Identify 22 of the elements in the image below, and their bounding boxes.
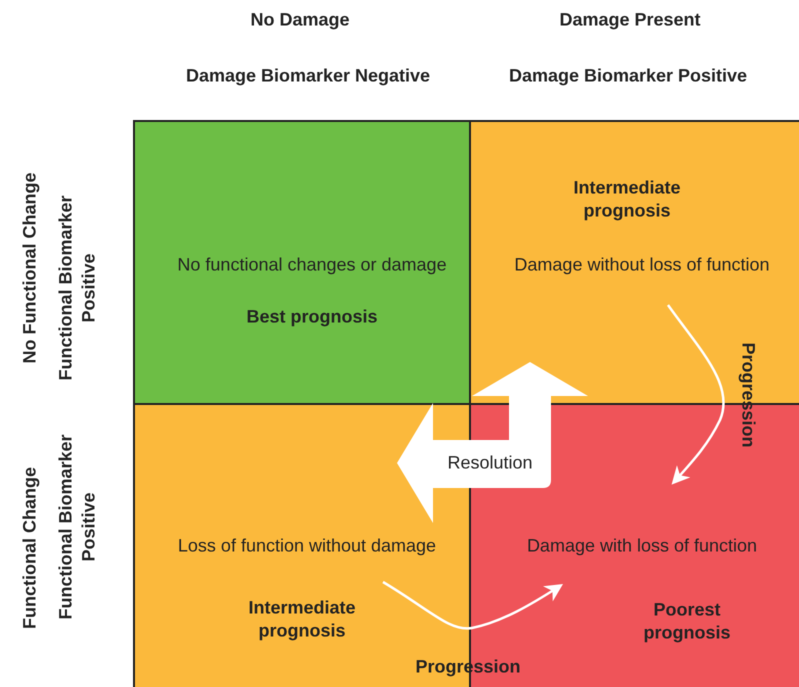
prognosis-label: Intermediate prognosis bbox=[247, 596, 357, 643]
cell-description: Damage without loss of function bbox=[513, 253, 771, 276]
prognosis-label: Poorest prognosis bbox=[642, 598, 732, 645]
edge-label: Resolution bbox=[447, 451, 533, 474]
prognosis-label: Intermediate prognosis bbox=[572, 176, 682, 223]
curved-arrow bbox=[382, 580, 564, 630]
quadrant-cell bbox=[133, 120, 471, 405]
cell-description: Loss of function without damage bbox=[176, 534, 438, 558]
prognosis-label: Best prognosis bbox=[245, 305, 379, 328]
curved-arrow bbox=[666, 304, 725, 485]
edge-label: Progression bbox=[738, 342, 760, 448]
column-header: Damage Present bbox=[559, 8, 701, 32]
row-header: No Functional Change bbox=[18, 172, 40, 364]
column-header: No Damage bbox=[250, 8, 350, 32]
cell-description: Damage with loss of function bbox=[526, 534, 758, 558]
block-arrow bbox=[397, 362, 588, 523]
cell-description: No functional changes or damage bbox=[176, 253, 448, 276]
row-header: Functional Change bbox=[18, 467, 40, 629]
row-header: Functional Biomarker Positive bbox=[54, 433, 100, 622]
column-header: Damage Biomarker Positive bbox=[508, 64, 748, 88]
column-header: Damage Biomarker Negative bbox=[186, 64, 430, 88]
row-header: Functional Biomarker Positive bbox=[54, 194, 100, 383]
